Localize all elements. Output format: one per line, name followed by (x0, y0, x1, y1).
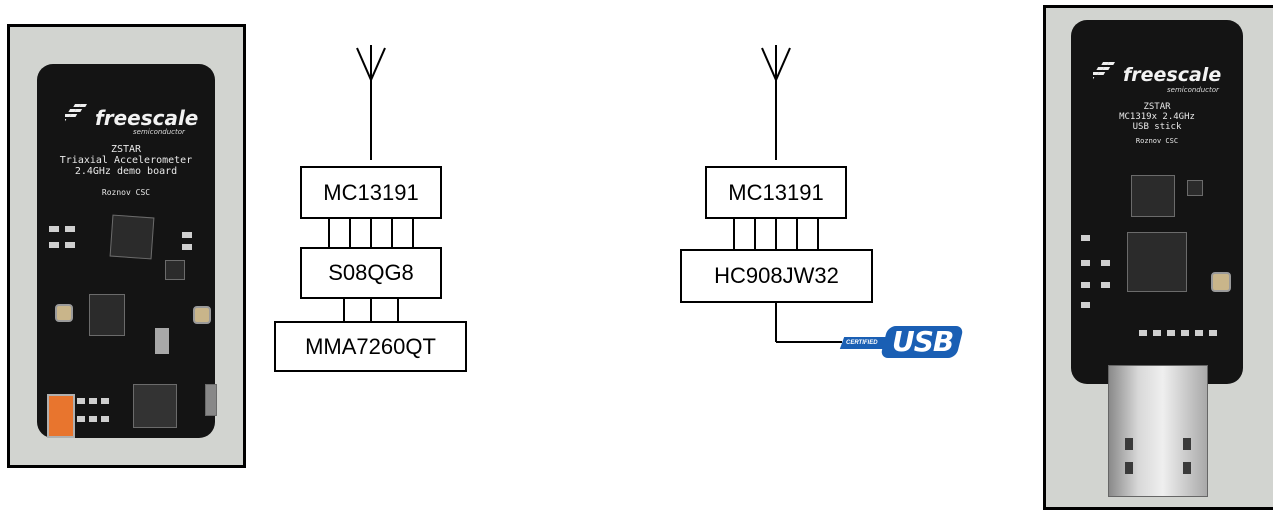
antenna-arm (357, 48, 371, 80)
usb-microcontroller-box: HC908JW32 (680, 249, 873, 303)
radio-transceiver-label: MC13191 (728, 180, 823, 206)
antenna-arm (762, 48, 776, 80)
antenna-arm (371, 48, 385, 80)
antenna-arm (776, 48, 790, 80)
microcontroller-box: S08QG8 (300, 247, 442, 299)
radio-transceiver-box: MC13191 (705, 166, 847, 219)
radio-transceiver-label: MC13191 (323, 180, 418, 206)
accelerometer-box: MMA7260QT (274, 321, 467, 372)
usb-logo-text: USB (892, 327, 953, 357)
accelerometer-label: MMA7260QT (305, 334, 436, 360)
microcontroller-label: S08QG8 (328, 260, 414, 286)
usb-microcontroller-label: HC908JW32 (714, 263, 839, 289)
radio-transceiver-box: MC13191 (300, 166, 442, 219)
usb-logo-icon: CERTIFIED USB (842, 324, 970, 360)
